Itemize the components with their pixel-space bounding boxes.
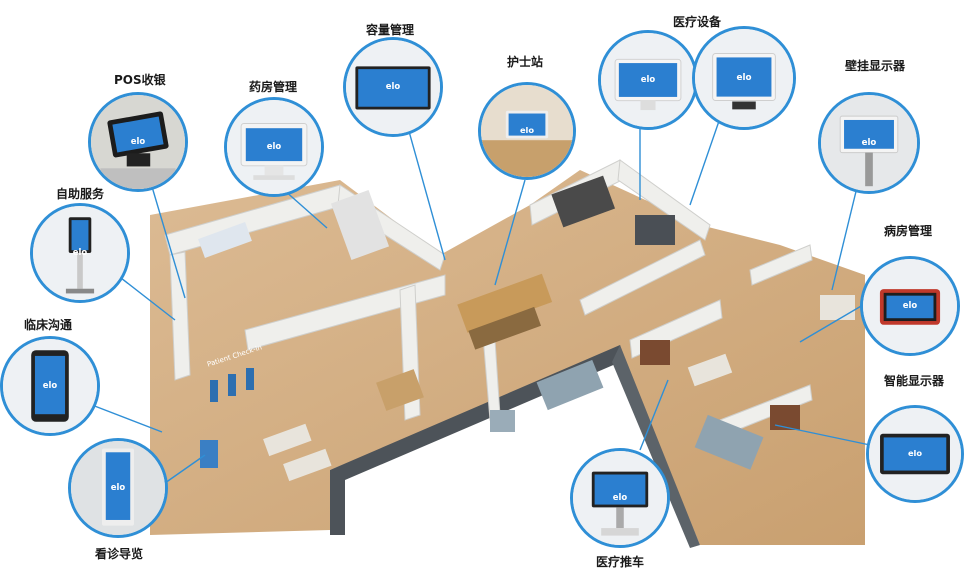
medical-cart-icon: elo xyxy=(573,451,667,545)
wall-mount-display-icon: elo xyxy=(821,95,917,191)
label-medical-equipment: 医疗设备 xyxy=(673,15,722,29)
self-service-callout[interactable]: elo xyxy=(30,203,130,303)
label-ward: 病房管理 xyxy=(884,224,933,238)
elo-logo: elo xyxy=(111,482,126,492)
elo-logo: elo xyxy=(613,492,628,502)
clinical-comm-callout[interactable]: elo xyxy=(0,336,100,436)
smart-display-icon: elo xyxy=(869,408,961,500)
elo-logo: elo xyxy=(131,136,146,146)
windows xyxy=(490,359,764,470)
elo-logo: elo xyxy=(386,81,401,91)
pharmacy-callout[interactable]: elo xyxy=(224,97,324,197)
medical-monitor-icon: elo xyxy=(601,33,695,127)
label-clinical-comm: 临床沟通 xyxy=(24,318,73,332)
lobby-kiosks xyxy=(200,368,254,468)
monitor-icon: elo xyxy=(227,100,321,194)
nurse-desk-icon: elo xyxy=(481,85,573,177)
label-wall-display: 壁挂显示器 xyxy=(845,59,906,73)
elo-logo: elo xyxy=(908,448,922,458)
elo-logo: elo xyxy=(862,138,877,148)
label-smart-display: 智能显示器 xyxy=(884,374,945,388)
capacity-callout[interactable]: elo xyxy=(343,37,443,137)
label-self-service: 自助服务 xyxy=(56,187,105,201)
medical-equipment-callout-1[interactable]: elo xyxy=(598,30,698,130)
label-pos: POS收银 xyxy=(114,73,166,87)
label-capacity: 容量管理 xyxy=(366,23,415,37)
medical-monitor-icon: elo xyxy=(695,29,793,127)
elo-logo: elo xyxy=(736,73,751,83)
mobile-device-icon: elo xyxy=(3,339,97,433)
elo-logo: elo xyxy=(43,380,58,390)
elo-logo: elo xyxy=(267,141,282,151)
label-guide: 看诊导览 xyxy=(95,547,144,561)
kiosk-icon: elo xyxy=(33,206,127,300)
label-pharmacy: 药房管理 xyxy=(249,80,298,94)
outer-wall xyxy=(330,345,625,535)
elo-logo: elo xyxy=(520,125,534,135)
label-nurse: 护士站 xyxy=(507,55,544,69)
nurse-station-callout[interactable]: elo xyxy=(478,82,576,180)
cart-callout[interactable]: elo xyxy=(570,448,670,548)
elo-logo: elo xyxy=(641,74,656,84)
elo-logo: elo xyxy=(903,300,918,310)
wall-display-callout[interactable]: elo xyxy=(818,92,920,194)
pos-callout[interactable]: elo xyxy=(88,92,188,192)
large-display-icon: elo xyxy=(346,40,440,134)
medical-equipment-callout-2[interactable]: elo xyxy=(692,26,796,130)
rugged-tablet-icon: elo xyxy=(863,259,957,353)
ward-callout[interactable]: elo xyxy=(860,256,960,356)
elo-logo: elo xyxy=(73,247,88,257)
digital-signage-icon: elo xyxy=(71,441,165,535)
smart-display-callout[interactable]: elo xyxy=(866,405,964,503)
guide-callout[interactable]: elo xyxy=(68,438,168,538)
outer-wall-right xyxy=(612,345,700,548)
label-cart: 医疗推车 xyxy=(596,555,645,569)
furniture xyxy=(198,175,855,482)
pos-terminal-icon: elo xyxy=(91,95,185,189)
